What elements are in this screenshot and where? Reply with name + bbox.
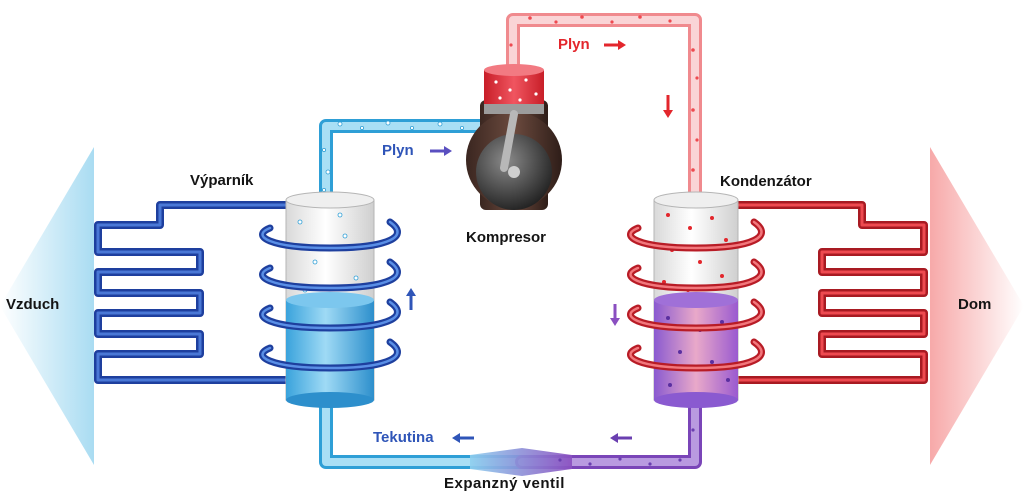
house-label: Dom	[958, 296, 992, 313]
liquid-label: Tekutina	[373, 429, 434, 446]
tube-bubbles	[321, 15, 699, 466]
house-arrow-shape	[930, 147, 1024, 465]
expansion-valve	[470, 448, 572, 476]
compressor-label: Kompresor	[466, 229, 547, 246]
air-arrow-shape	[0, 147, 94, 465]
condenser-label: Kondenzátor	[720, 173, 812, 190]
flow-arrows	[406, 40, 673, 443]
evaporator	[259, 191, 401, 408]
outdoor-coil	[94, 201, 294, 384]
refrigerant-loop	[319, 13, 702, 469]
evaporator-label: Výparník	[190, 172, 254, 189]
expansion-valve-label: Expanzný ventil	[444, 475, 565, 492]
air-label: Vzduch	[6, 296, 60, 313]
gas-left-label: Plyn	[382, 142, 414, 159]
indoor-coil	[728, 201, 928, 384]
compressor	[466, 64, 562, 210]
condenser	[627, 191, 765, 408]
gas-right-label: Plyn	[558, 36, 590, 53]
